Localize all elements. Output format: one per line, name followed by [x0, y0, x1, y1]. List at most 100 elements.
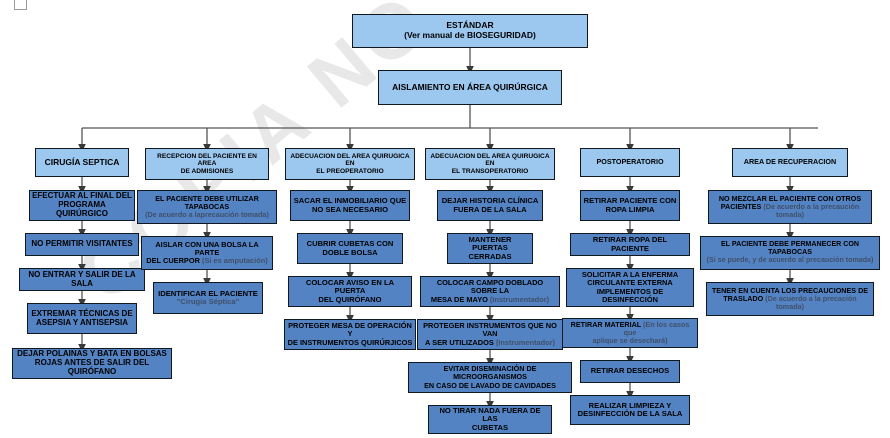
step-c6-3-line2: TRASLADO (De acuerdo a la precación toma…: [709, 293, 871, 311]
step-c4-3-line2: MESA DE MAYO (Instrumentador): [423, 294, 557, 304]
step-c5-1[interactable]: RETIRAR PACIENTE CON ROPA LIMPIA: [580, 190, 680, 221]
step-c4-1-line2: FUERA DE LA SALA: [453, 204, 527, 214]
step-c5-6-line2: DESINFECCIÓN DE LA SALA: [577, 409, 683, 418]
step-c6-1[interactable]: NO MEZCLAR EL PACIENTE CON OTROS PACIENT…: [708, 190, 872, 224]
step-c6-2-note: (Si se puede, y de acuerdo al precaución…: [706, 255, 874, 264]
step-c2-1-note: (De acuerdo a laprecaución tomada): [145, 210, 269, 220]
step-c2-2[interactable]: AISLAR CON UNA BOLSA LA PARTE DEL CUERPO…: [141, 236, 273, 270]
step-c2-3-line1: IDENTIFICAR EL PACIENTE: [158, 288, 258, 298]
step-c4-1[interactable]: DEJAR HISTORIA CLÍNICA FUERA DE LA SALA: [437, 190, 543, 221]
header-area-recuperacion-label: AREA DE RECUPERACION: [743, 157, 837, 167]
header-recepcion-line1: RECEPCION DEL PACIENTE EN AREA: [157, 152, 257, 168]
step-c3-2-line2: DOBLE BOLSA: [322, 247, 378, 257]
header-cirugia-septica-label: CIRUGÍA SEPTICA: [44, 156, 120, 167]
step-c6-1-note: (De acuerdo a la precaución tomada): [763, 201, 860, 220]
step-c3-4-line2: DE INSTRUMENTOS QUIRÚRJICOS: [287, 337, 413, 347]
step-c5-5[interactable]: RETIRAR DESECHOS: [580, 360, 680, 383]
step-c1-4-line1: EXTREMAR TÉCNICAS DE: [31, 308, 133, 318]
step-c4-4[interactable]: PROTEGER INSTRUMENTOS QUE NO VAN A SER U…: [417, 319, 563, 350]
header-transoperatorio-line1: ADECUACION DEL AREA QUIRUGICA EN: [430, 152, 550, 168]
step-c5-4-line1: RETIRAR MATERIAL (En los casos que: [565, 319, 695, 337]
header-area-recuperacion[interactable]: AREA DE RECUPERACION: [732, 148, 848, 177]
step-c5-1-line1: RETIRAR PACIENTE CON: [583, 196, 677, 205]
step-c3-3[interactable]: COLOCAR AVISO EN LA PUERTA DEL QUIRÓFANO: [288, 276, 412, 307]
step-c4-6[interactable]: NO TIRAR NADA FUERA DE LAS CUBETAS: [428, 405, 552, 434]
step-c4-2[interactable]: MANTENER PUERTAS CERRADAS: [447, 233, 533, 264]
step-c5-6[interactable]: REALIZAR LIMPIEZA Y DESINFECCIÓN DE LA S…: [570, 395, 690, 425]
step-c1-2-line1: NO PERMITIR VISITANTES: [31, 239, 133, 249]
step-c3-4-line1: PROTEGER MESA DE OPERACIÓN Y: [288, 321, 412, 339]
step-c1-5-line1: DEJAR POLAINAS Y BATA EN BOLSAS: [17, 349, 167, 359]
step-c3-1-line1: SACAR EL INMOBILIARIO QUE: [293, 196, 407, 205]
step-c5-4[interactable]: RETIRAR MATERIAL (En los casos que apliq…: [562, 318, 698, 348]
node-root-line1: AISLAMIENTO EN ÁREA QUIRÚRGICA: [392, 81, 548, 92]
step-c1-3[interactable]: NO ENTRAR Y SALIR DE LA SALA: [19, 268, 145, 291]
header-postoperatorio[interactable]: POSTOPERATORIO: [580, 148, 680, 177]
header-recepcion-paciente[interactable]: RECEPCION DEL PACIENTE EN AREA DE ADMISI…: [145, 148, 269, 180]
step-c5-2[interactable]: RETIRAR ROPA DEL PACIENTE: [570, 233, 690, 256]
step-c5-3[interactable]: SOLICITAR A LA ENFERMA CIRCULANTE EXTERN…: [566, 268, 694, 307]
step-c2-3-note: "Cirugia Séptica": [176, 297, 240, 306]
step-c5-4-note2: aplique se desechará): [592, 336, 668, 346]
step-c2-2-line1: AISLAR CON UNA BOLSA LA PARTE: [155, 239, 259, 257]
step-c5-1-line2: ROPA LIMPIA: [605, 204, 655, 214]
step-c5-3-line3: IMPLEMENTOS DE DESINFECCIÓN: [596, 286, 664, 304]
step-c6-3-line1: TENER EN CUENTA LOS PRECAUCIONES DE: [711, 285, 869, 295]
step-c6-2[interactable]: EL PACIENTE DEBE PERMANECER CON TAPABOCA…: [700, 236, 880, 270]
step-c2-2-line2-text: DEL CUERPOR: [146, 256, 202, 266]
step-c4-3-line2-text: MESA DE MAYO: [430, 294, 490, 304]
step-c1-2[interactable]: NO PERMITIR VISITANTES: [25, 233, 139, 256]
step-c5-4-line1-text: RETIRAR MATERIAL: [570, 319, 644, 329]
step-c4-2-line2: CERRADAS: [468, 251, 512, 261]
step-c4-5[interactable]: EVITAR DISEMINACIÓN DE MICROORGANISMOS E…: [408, 362, 572, 393]
step-c2-2-line2: DEL CUERPOR (Si es amputación): [144, 256, 270, 266]
step-c4-3[interactable]: COLOCAR CAMPO DOBLADO SOBRE LA MESA DE M…: [420, 276, 560, 307]
node-estandar-line2: (Ver manual de BIOSEGURIDAD): [404, 30, 536, 40]
step-c4-4-line2: A SER UTILIZADOS (Instrumentador): [420, 337, 560, 347]
step-c3-2[interactable]: CUBRIR CUBETAS CON DOBLE BOLSA: [297, 233, 403, 264]
step-c6-3[interactable]: TENER EN CUENTA LOS PRECAUCIONES DE TRAS…: [706, 282, 874, 316]
step-c3-1[interactable]: SACAR EL INMOBILIARIO QUE NO SEA NECESAR…: [290, 190, 410, 221]
step-c3-4[interactable]: PROTEGER MESA DE OPERACIÓN Y DE INSTRUME…: [284, 319, 416, 350]
step-c5-3-line2: CIRCULANTE EXTERNA: [587, 278, 673, 288]
step-c1-1-line1: EFECTUAR AL FINAL DEL: [32, 191, 132, 201]
step-c6-2-line1: EL PACIENTE DEBE PERMANECER CON TAPABOCA…: [720, 240, 860, 257]
header-recepcion-line2: DE ADMISIONES: [180, 167, 234, 175]
step-c4-4-line2-text: A SER UTILIZADOS: [425, 337, 496, 347]
step-c2-3[interactable]: IDENTIFICAR EL PACIENTE "Cirugia Séptica…: [153, 282, 263, 314]
header-preoperatorio-line1: ADECUACION DEL AREA QUIRUGICA EN: [290, 152, 410, 168]
step-c1-5-line2: ROJAS ANTES DE SALIR DEL QUIRÓFANO: [34, 358, 150, 376]
step-c6-3-line2-text: TRASLADO: [723, 293, 766, 303]
step-c4-6-line2: CUBETAS: [471, 422, 509, 432]
step-c1-5[interactable]: DEJAR POLAINAS Y BATA EN BOLSAS ROJAS AN…: [12, 348, 172, 379]
step-c1-4-line2: ASEPSIA Y ANTISEPSIA: [35, 317, 129, 327]
step-c3-3-line1: COLOCAR AVISO EN LA PUERTA: [305, 277, 395, 296]
header-preoperatorio[interactable]: ADECUACION DEL AREA QUIRUGICA EN EL PREO…: [285, 148, 415, 180]
step-c6-1-line2-text: PACIENTES: [720, 201, 764, 211]
node-estandar-line1: ESTÁNDAR: [446, 20, 494, 31]
step-c3-1-line2: NO SEA NECESARIO: [311, 204, 389, 214]
header-cirugia-septica[interactable]: CIRUGÍA SEPTICA: [35, 148, 129, 177]
step-c3-2-line1: CUBRIR CUBETAS CON: [306, 239, 394, 248]
header-transoperatorio[interactable]: ADECUACION DEL AREA QUIRUGICA EN EL TRAN…: [425, 148, 555, 180]
step-c5-5-line1: RETIRAR DESECHOS: [590, 366, 670, 376]
header-postoperatorio-label: POSTOPERATORIO: [596, 157, 664, 167]
step-c3-3-line2: DEL QUIRÓFANO: [318, 294, 382, 304]
step-c2-1-line1: EL PACIENTE DEBE UTILIZAR TAPABOCAS: [155, 193, 259, 211]
step-c5-2-line1: RETIRAR ROPA DEL PACIENTE: [592, 235, 668, 253]
step-c4-4-line1: PROTEGER INSTRUMENTOS QUE NO VAN: [423, 321, 557, 339]
step-c6-1-line1: NO MEZCLAR EL PACIENTE CON OTROS: [718, 193, 862, 203]
step-c4-5-line1: EVITAR DISEMINACIÓN DE MICROORGANISMOS: [443, 364, 537, 382]
node-estandar[interactable]: ESTÁNDAR (Ver manual de BIOSEGURIDAD): [352, 14, 588, 48]
step-c4-3-line1: COLOCAR CAMPO DOBLADO SOBRE LA: [436, 278, 544, 296]
step-c4-3-note: (Instrumentador): [489, 294, 550, 304]
step-c1-1[interactable]: EFECTUAR AL FINAL DEL PROGRAMA QUIRÚRGIC…: [29, 190, 135, 221]
step-c1-4[interactable]: EXTREMAR TÉCNICAS DE ASEPSIA Y ANTISEPSI…: [27, 303, 137, 334]
step-c4-5-line2: EN CASO DE LAVADO DE CAVIDADES: [424, 380, 556, 390]
header-preoperatorio-line2: EL PREOPERATORIO: [316, 167, 384, 175]
node-aislamiento-area-quirurgica[interactable]: AISLAMIENTO EN ÁREA QUIRÚRGICA: [378, 70, 562, 105]
corner-crop-mark: [14, 0, 27, 10]
step-c4-2-line1: MANTENER PUERTAS: [468, 234, 512, 253]
step-c6-1-line2: PACIENTES (De acuerdo a la precaución to…: [711, 201, 869, 220]
step-c2-1[interactable]: EL PACIENTE DEBE UTILIZAR TAPABOCAS (De …: [137, 190, 277, 224]
